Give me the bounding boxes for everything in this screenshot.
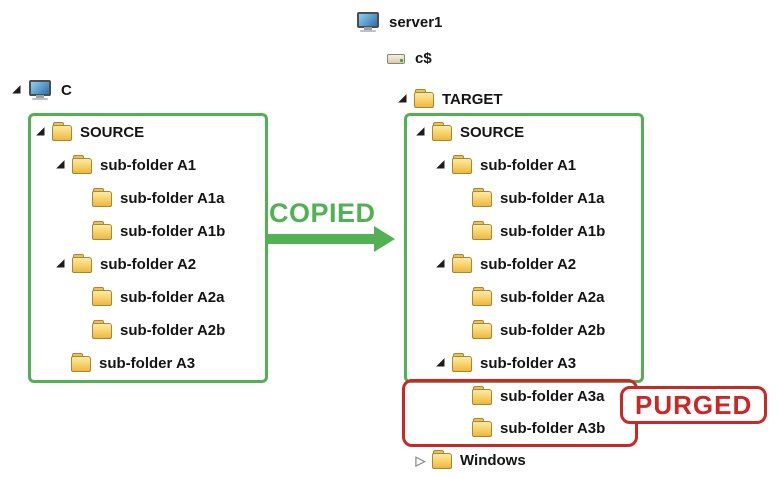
tree-item-subfolder-a3-target[interactable]: ◢ sub-folder A3 <box>434 351 576 375</box>
computer-icon <box>356 12 382 32</box>
expand-arrow-icon[interactable]: ◢ <box>56 258 65 269</box>
copied-arrow-icon <box>268 234 376 244</box>
tree-item-label: sub-folder A3 <box>480 354 577 372</box>
tree-item-label: c$ <box>415 49 432 67</box>
purged-label: PURGED <box>620 386 768 424</box>
folder-icon <box>452 154 472 174</box>
folder-icon <box>432 449 452 469</box>
folder-icon <box>92 286 112 306</box>
tree-item-subfolder-a1-target[interactable]: ◢ sub-folder A1 <box>434 153 576 177</box>
folder-icon <box>414 88 434 108</box>
folder-icon <box>52 121 72 141</box>
tree-item-label: sub-folder A2b <box>120 321 226 339</box>
tree-item-source-target[interactable]: ◢ SOURCE <box>414 120 524 144</box>
folder-icon <box>472 187 492 207</box>
tree-item-label: SOURCE <box>80 123 145 141</box>
tree-item-label: sub-folder A3b <box>500 419 606 437</box>
folder-icon <box>472 319 492 339</box>
tree-item-c-root[interactable]: ◢ C <box>10 78 72 102</box>
tree-item-subfolder-a2a[interactable]: sub-folder A2a <box>92 285 224 309</box>
expand-arrow-icon[interactable]: ◢ <box>416 126 425 137</box>
tree-item-subfolder-a1a-target[interactable]: sub-folder A1a <box>472 186 604 210</box>
folder-icon <box>71 352 91 372</box>
folder-icon <box>452 253 472 273</box>
copied-label: COPIED <box>269 198 376 228</box>
collapse-arrow-icon[interactable]: ▷ <box>415 452 426 468</box>
tree-item-label: TARGET <box>442 90 503 108</box>
tree-item-subfolder-a3a-target[interactable]: sub-folder A3a <box>472 384 604 408</box>
copied-arrow-head-icon <box>374 226 395 252</box>
tree-item-label: sub-folder A1b <box>120 222 226 240</box>
folder-icon <box>472 417 492 437</box>
tree-item-label: sub-folder A1a <box>120 189 225 207</box>
tree-item-subfolder-a2b[interactable]: sub-folder A2b <box>92 318 225 342</box>
shared-drive-icon <box>386 50 408 66</box>
expand-arrow-icon[interactable]: ◢ <box>12 84 21 95</box>
folder-icon <box>472 286 492 306</box>
tree-item-label: sub-folder A2a <box>120 288 225 306</box>
tree-item-subfolder-a3[interactable]: sub-folder A3 <box>71 351 195 375</box>
tree-item-subfolder-a2b-target[interactable]: sub-folder A2b <box>472 318 605 342</box>
tree-item-subfolder-a1[interactable]: ◢ sub-folder A1 <box>54 153 196 177</box>
tree-item-subfolder-a2[interactable]: ◢ sub-folder A2 <box>54 252 196 276</box>
tree-item-label: sub-folder A1 <box>480 156 577 174</box>
tree-item-c-share[interactable]: c$ <box>386 46 432 70</box>
expand-arrow-icon[interactable]: ◢ <box>436 159 445 170</box>
folder-icon <box>72 253 92 273</box>
tree-item-label: server1 <box>389 13 443 31</box>
tree-item-windows[interactable]: ▷ Windows <box>414 448 526 472</box>
expand-arrow-icon[interactable]: ◢ <box>436 258 445 269</box>
tree-item-label: sub-folder A3a <box>500 387 605 405</box>
tree-item-subfolder-a2a-target[interactable]: sub-folder A2a <box>472 285 604 309</box>
folder-icon <box>472 220 492 240</box>
tree-item-label: sub-folder A2 <box>100 255 197 273</box>
folder-icon <box>72 154 92 174</box>
tree-item-label: sub-folder A1 <box>100 156 197 174</box>
expand-arrow-icon[interactable]: ◢ <box>56 159 65 170</box>
tree-item-server1[interactable]: server1 <box>356 10 442 34</box>
tree-item-target[interactable]: ◢ TARGET <box>396 87 503 111</box>
tree-item-subfolder-a1b[interactable]: sub-folder A1b <box>92 219 225 243</box>
tree-item-label: C <box>61 81 72 99</box>
copied-highlight-box-left <box>28 113 268 383</box>
tree-item-label: sub-folder A1a <box>500 189 605 207</box>
tree-item-subfolder-a3b-target[interactable]: sub-folder A3b <box>472 416 605 440</box>
tree-item-source[interactable]: ◢ SOURCE <box>34 120 144 144</box>
folder-icon <box>452 352 472 372</box>
tree-item-label: SOURCE <box>460 123 525 141</box>
folder-icon <box>92 187 112 207</box>
folder-icon <box>92 220 112 240</box>
expand-arrow-icon[interactable]: ◢ <box>398 93 407 104</box>
folder-icon <box>92 319 112 339</box>
computer-icon <box>28 80 54 100</box>
tree-item-subfolder-a1b-target[interactable]: sub-folder A1b <box>472 219 605 243</box>
folder-icon <box>432 121 452 141</box>
tree-item-label: sub-folder A1b <box>500 222 606 240</box>
tree-item-label: sub-folder A2b <box>500 321 606 339</box>
tree-item-subfolder-a2-target[interactable]: ◢ sub-folder A2 <box>434 252 576 276</box>
tree-item-label: Windows <box>460 451 526 469</box>
folder-icon <box>472 385 492 405</box>
tree-item-subfolder-a1a[interactable]: sub-folder A1a <box>92 186 224 210</box>
tree-item-label: sub-folder A2a <box>500 288 605 306</box>
expand-arrow-icon[interactable]: ◢ <box>436 357 445 368</box>
tree-item-label: sub-folder A3 <box>99 354 196 372</box>
tree-item-label: sub-folder A2 <box>480 255 577 273</box>
expand-arrow-icon[interactable]: ◢ <box>36 126 45 137</box>
